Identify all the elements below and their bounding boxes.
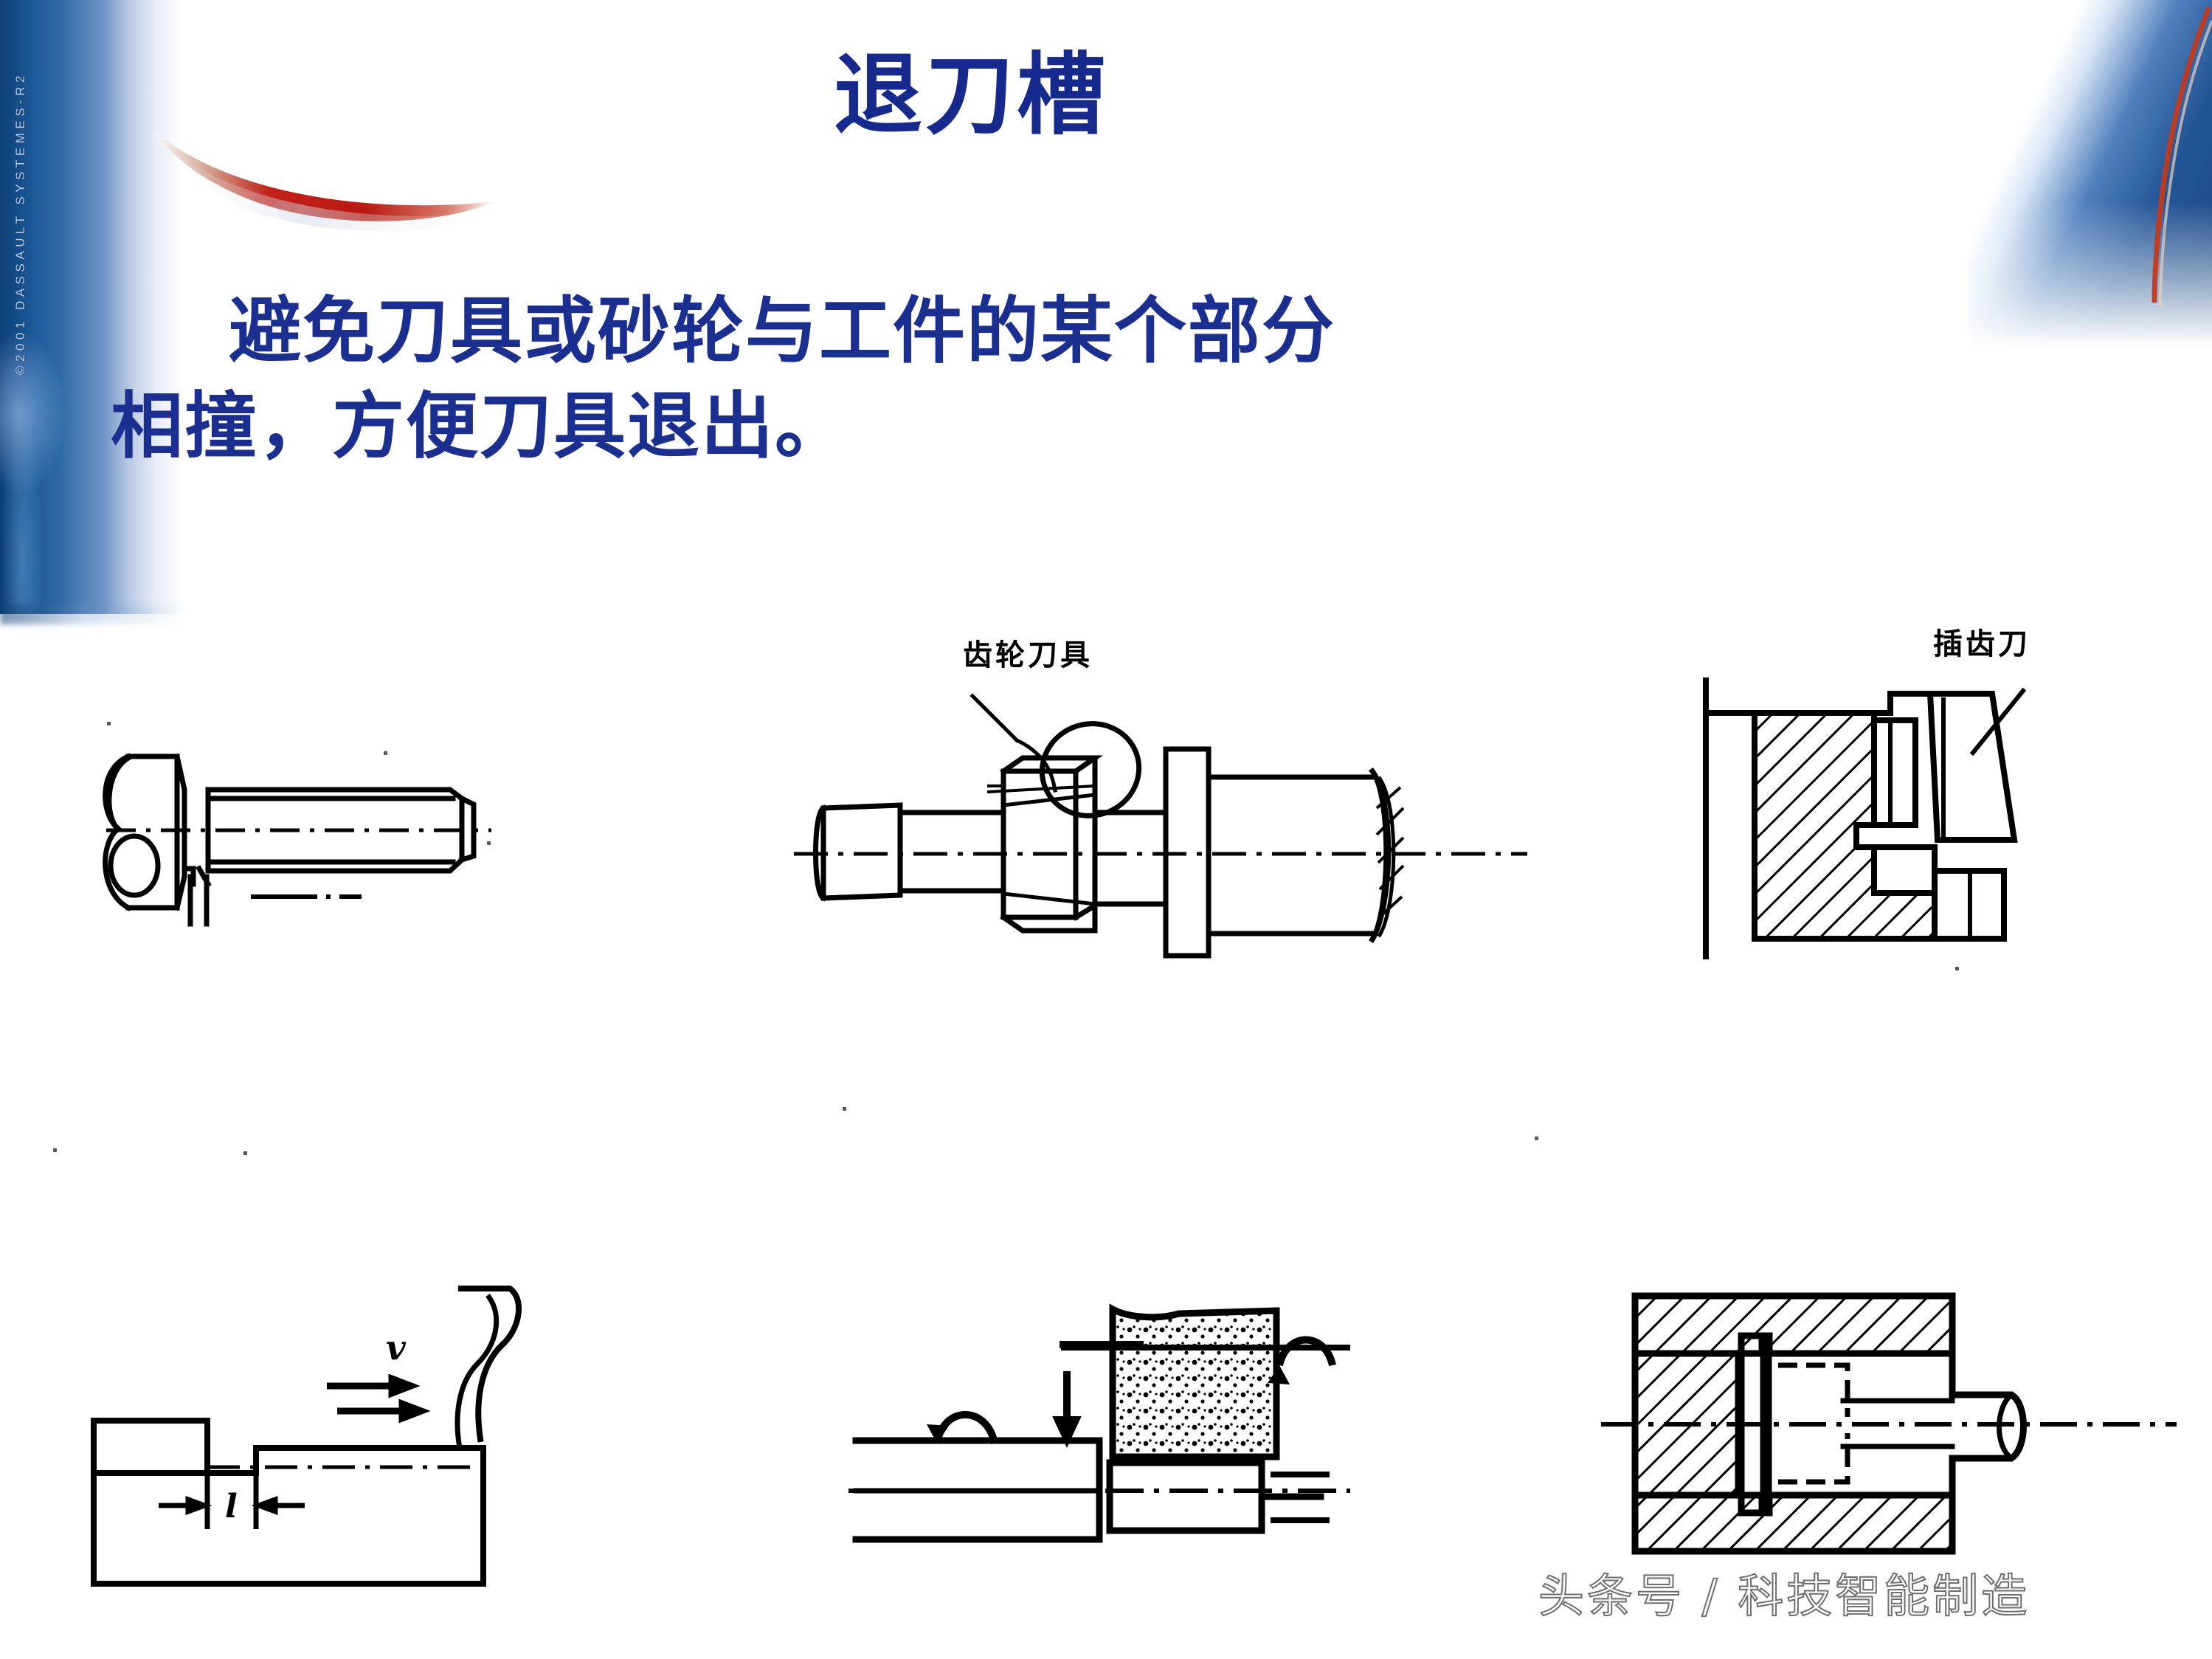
subtitle-line-2: 相撞，方便刀具退出。 <box>111 384 849 469</box>
scan-speck <box>487 841 491 845</box>
label-gear-shaper-cutter: 插齿刀 <box>1933 627 2030 661</box>
template-copyright-text: ©2001 DASSAULT SYSTEMES-R2 <box>13 72 27 375</box>
figure-screw-with-relief-groove <box>66 686 509 945</box>
figure-stepped-shaft-with-gear <box>782 661 1535 985</box>
scan-speck <box>107 722 111 725</box>
scan-speck <box>53 1148 57 1152</box>
figure-section-with-shaper-cutter <box>1645 649 2162 959</box>
label-gear-cutting-tool: 齿轮刀具 <box>963 638 1093 672</box>
figure-grinding-wheel-on-shaft <box>834 1277 1365 1572</box>
watermark-text: 头条号 / 科技智能制造 <box>1538 1568 2030 1624</box>
velocity-label-v: v <box>386 1328 407 1367</box>
scan-speck <box>1955 967 1959 970</box>
scan-speck <box>243 1151 247 1155</box>
figure-planing-tool-relief: l v <box>70 1255 528 1587</box>
template-left-blue-band <box>0 0 184 614</box>
subtitle-block: 避免刀具或砂轮与工件的某个部分 相撞，方便刀具退出。 <box>111 284 1808 475</box>
page-title: 退刀槽 <box>834 44 1108 147</box>
template-band-shadow <box>0 605 184 624</box>
subtitle-line-1: 避免刀具或砂轮与工件的某个部分 <box>229 289 1336 373</box>
decorative-red-swoosh-icon <box>153 131 506 232</box>
scan-speck <box>843 1107 846 1111</box>
scan-speck <box>384 751 387 755</box>
scan-speck <box>1535 1137 1538 1140</box>
figure-internal-bore-undercut <box>1594 1277 2184 1572</box>
dimension-label-l: l <box>225 1488 238 1525</box>
template-red-corner-swoosh-icon <box>2151 6 2212 308</box>
